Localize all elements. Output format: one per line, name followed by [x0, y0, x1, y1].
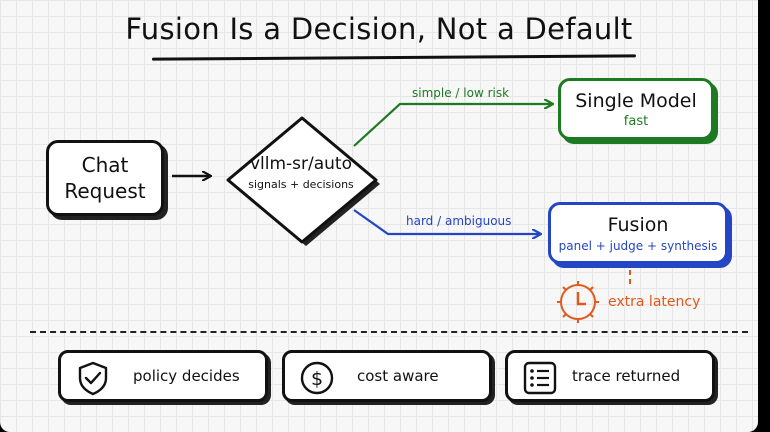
diagram-title: Fusion Is a Decision, Not a Default [125, 12, 633, 46]
chat-request-line2: Request [64, 179, 146, 203]
feature-cost-aware: $ cost aware [282, 350, 492, 402]
edge-label-hard: hard / ambiguous [406, 214, 512, 228]
feature-label-trace: trace returned [572, 367, 681, 385]
section-divider [30, 331, 748, 333]
feature-label-policy: policy decides [133, 367, 240, 385]
chat-request-line1: Chat [81, 153, 129, 177]
list-icon [523, 361, 557, 395]
arrow-hard-path [353, 209, 540, 234]
clock-icon [557, 281, 599, 323]
router-subtitle: signals + decisions [248, 178, 354, 191]
feature-policy-decides: policy decides [58, 350, 268, 402]
fusion-node: Fusion panel + judge + synthesis [548, 202, 728, 264]
latency-label: extra latency [608, 294, 701, 310]
single-model-node: Single Model fast [558, 78, 714, 140]
router-title: vllm-sr/auto [249, 154, 353, 174]
fusion-title: Fusion [607, 213, 669, 236]
single-model-title: Single Model [575, 89, 697, 112]
feature-label-cost: cost aware [357, 367, 439, 385]
arrow-simple-path [353, 104, 552, 147]
single-model-subtitle: fast [623, 113, 649, 129]
router-label: vllm-sr/auto signals + decisions [236, 154, 366, 191]
feature-trace-returned: trace returned [505, 350, 715, 402]
edge-label-simple: simple / low risk [412, 86, 510, 100]
svg-text:$: $ [311, 368, 323, 390]
chat-request-node: Chat Request [46, 140, 164, 216]
fusion-subtitle: panel + judge + synthesis [558, 238, 718, 253]
router-diamond [226, 116, 378, 244]
dollar-icon: $ [300, 361, 334, 395]
shield-check-icon [78, 361, 108, 396]
